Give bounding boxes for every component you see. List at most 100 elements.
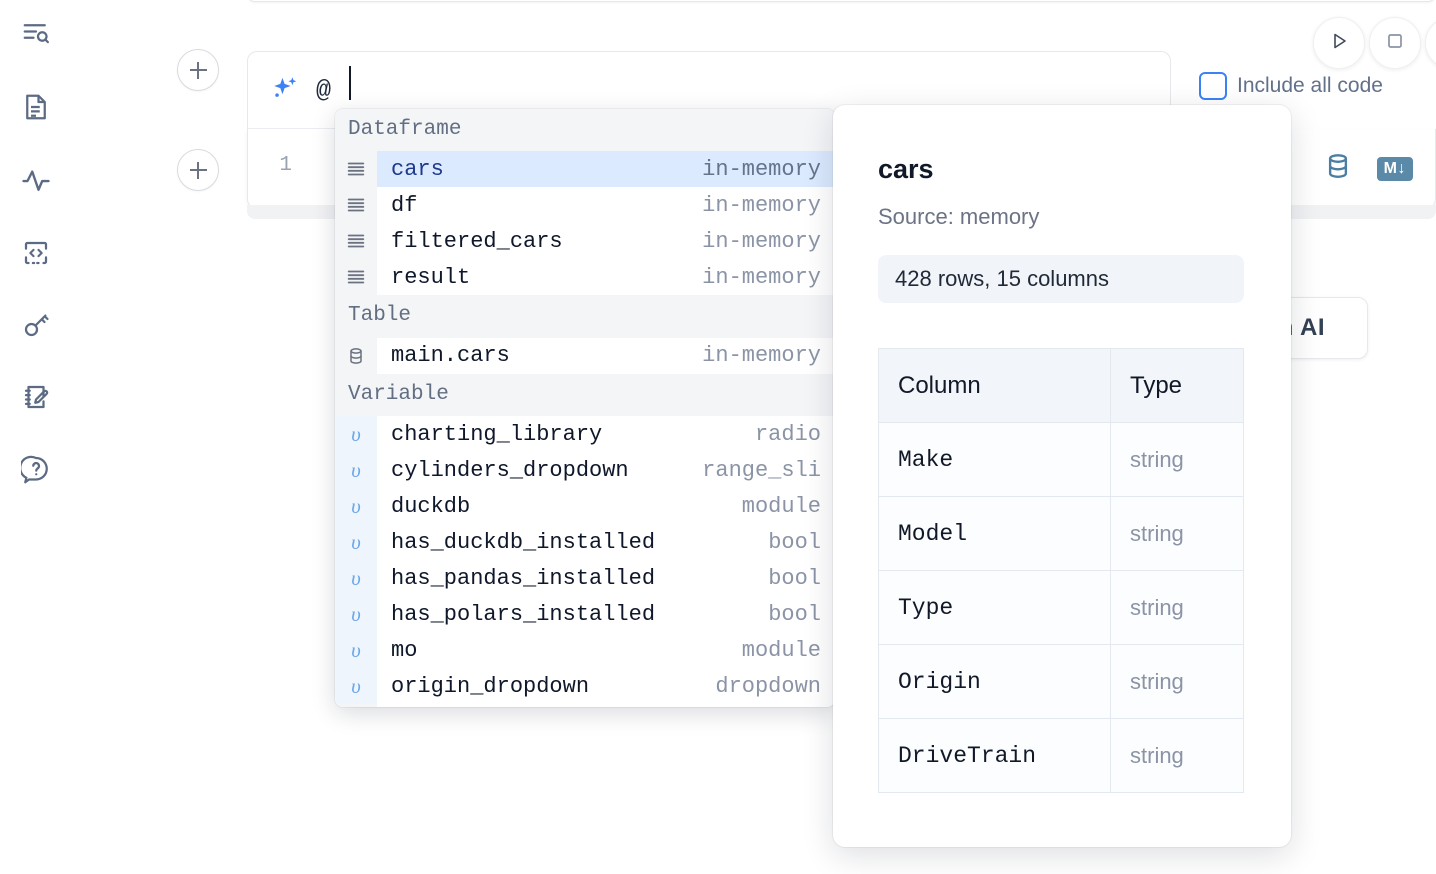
activity-icon: [21, 166, 51, 196]
markdown-badge[interactable]: M↓: [1376, 156, 1413, 181]
scratchpad-edit-icon: [21, 382, 51, 412]
dataframe-rows-icon: [335, 187, 377, 224]
doc-col-header-column: Column: [878, 348, 1111, 423]
include-all-code-checkbox[interactable]: [1199, 72, 1227, 100]
snippets-code-icon: [21, 238, 51, 268]
doc-cell-column: Make: [878, 422, 1111, 497]
variable-upsilon-icon: υ: [335, 704, 377, 707]
add-cell-button-bottom[interactable]: [177, 149, 219, 191]
interrupt-button[interactable]: [1369, 17, 1421, 69]
autocomplete-item[interactable]: υ origin_dropdown dropdown: [335, 668, 835, 705]
run-cell-button[interactable]: [1313, 17, 1365, 69]
autocomplete-item[interactable]: df in-memory: [335, 187, 835, 224]
autocomplete-item-type: in-memory: [702, 192, 821, 218]
autocomplete-item[interactable]: υ has_duckdb_installed bool: [335, 524, 835, 561]
variable-upsilon-icon: υ: [335, 416, 377, 453]
variable-upsilon-icon: υ: [335, 632, 377, 669]
sparkles-icon: [266, 71, 304, 109]
variable-upsilon-icon: υ: [335, 524, 377, 561]
plus-icon: [189, 61, 207, 79]
sidebar-item-outline[interactable]: [14, 12, 58, 56]
sidebar-item-snippets[interactable]: [14, 231, 58, 275]
sidebar-item-file-explorer[interactable]: [14, 85, 58, 129]
autocomplete-item-type: bool: [768, 565, 821, 591]
autocomplete-item[interactable]: result in-memory: [335, 259, 835, 296]
autocomplete-item-type: in-memory: [702, 264, 821, 290]
autocomplete-item-name: charting_library: [391, 421, 603, 447]
autocomplete-group-header: Variable: [335, 373, 835, 417]
add-cell-button-top[interactable]: [177, 49, 219, 91]
autocomplete-group-header: Dataframe: [335, 109, 835, 152]
autocomplete-item[interactable]: υ cylinders_dropdown range_sli: [335, 452, 835, 489]
autocomplete-item-type: dropdown: [715, 673, 821, 699]
line-number: 1: [279, 154, 292, 177]
dataframe-rows-icon: [335, 223, 377, 260]
more-actions-button[interactable]: [1425, 17, 1436, 69]
doc-col-header-type: Type: [1110, 348, 1244, 423]
doc-cell-column: Type: [878, 570, 1111, 645]
autocomplete-item-name: result: [391, 264, 471, 290]
autocomplete-item-name: origin_dropdown: [391, 673, 590, 699]
secrets-key-icon: [21, 310, 51, 340]
autocomplete-item[interactable]: filtered_cars in-memory: [335, 223, 835, 260]
autocomplete-group-header: Table: [335, 295, 835, 338]
doc-cell-type: string: [1110, 718, 1244, 793]
autocomplete-item-type: module: [741, 637, 821, 663]
doc-cell-column: Origin: [878, 644, 1111, 719]
sidebar-item-dependency-graph[interactable]: [14, 159, 58, 203]
doc-cell-column: Model: [878, 496, 1111, 571]
autocomplete-item[interactable]: υ has_polars_installed bool: [335, 596, 835, 633]
file-explorer-icon: [21, 92, 51, 122]
plus-icon: [189, 161, 207, 179]
doc-cell-type: string: [1110, 644, 1244, 719]
autocomplete-item-type: in-memory: [702, 228, 821, 254]
sidebar-item-scratchpad[interactable]: [14, 375, 58, 419]
database-icon: [335, 337, 377, 374]
doc-cell-type: string: [1110, 496, 1244, 571]
sidebar-item-help[interactable]: [14, 447, 58, 491]
text-caret: [349, 66, 351, 100]
variable-upsilon-icon: υ: [335, 596, 377, 633]
autocomplete-item-name: filtered_cars: [391, 228, 563, 254]
autocomplete-item-type: radio: [754, 421, 821, 447]
play-icon: [1327, 29, 1351, 58]
doc-shape-badge: 428 rows, 15 columns: [878, 255, 1244, 303]
variable-upsilon-icon: υ: [335, 560, 377, 597]
autocomplete-item-name: cars: [391, 156, 444, 182]
autocomplete-item-name: duckdb: [391, 493, 471, 519]
dataframe-rows-icon: [335, 259, 377, 296]
autocomplete-item-type: in-memory: [702, 156, 821, 182]
autocomplete-item-name: main.cars: [391, 343, 510, 369]
autocomplete-item-name: df: [391, 192, 418, 218]
cell-actions: M↓: [1323, 151, 1413, 186]
autocomplete-item-type: range_sli: [702, 457, 821, 483]
stop-square-icon: [1383, 29, 1407, 58]
autocomplete-item[interactable]: cars in-memory: [335, 151, 835, 188]
autocomplete-item-name: has_duckdb_installed: [391, 529, 656, 555]
doc-title: cars: [878, 154, 934, 184]
variable-upsilon-icon: υ: [335, 452, 377, 489]
sidebar-item-secrets[interactable]: [14, 303, 58, 347]
database-icon[interactable]: [1323, 151, 1353, 186]
help-chat-icon: [21, 454, 51, 484]
doc-table-header-row: Column Type: [878, 348, 1244, 423]
autocomplete-item-type: bool: [768, 529, 821, 555]
dataframe-rows-icon: [335, 151, 377, 188]
autocomplete-item-type: bool: [768, 601, 821, 627]
autocomplete-item[interactable]: υ charting_library radio: [335, 416, 835, 453]
completion-doc-panel: cars Source: memory 428 rows, 15 columns…: [833, 105, 1291, 847]
include-all-code-row[interactable]: Include all code: [1199, 72, 1383, 100]
autocomplete-item-partial[interactable]: υ: [335, 704, 835, 707]
autocomplete-item-name: cylinders_dropdown: [391, 457, 629, 483]
autocomplete-item-name: has_polars_installed: [391, 601, 656, 627]
